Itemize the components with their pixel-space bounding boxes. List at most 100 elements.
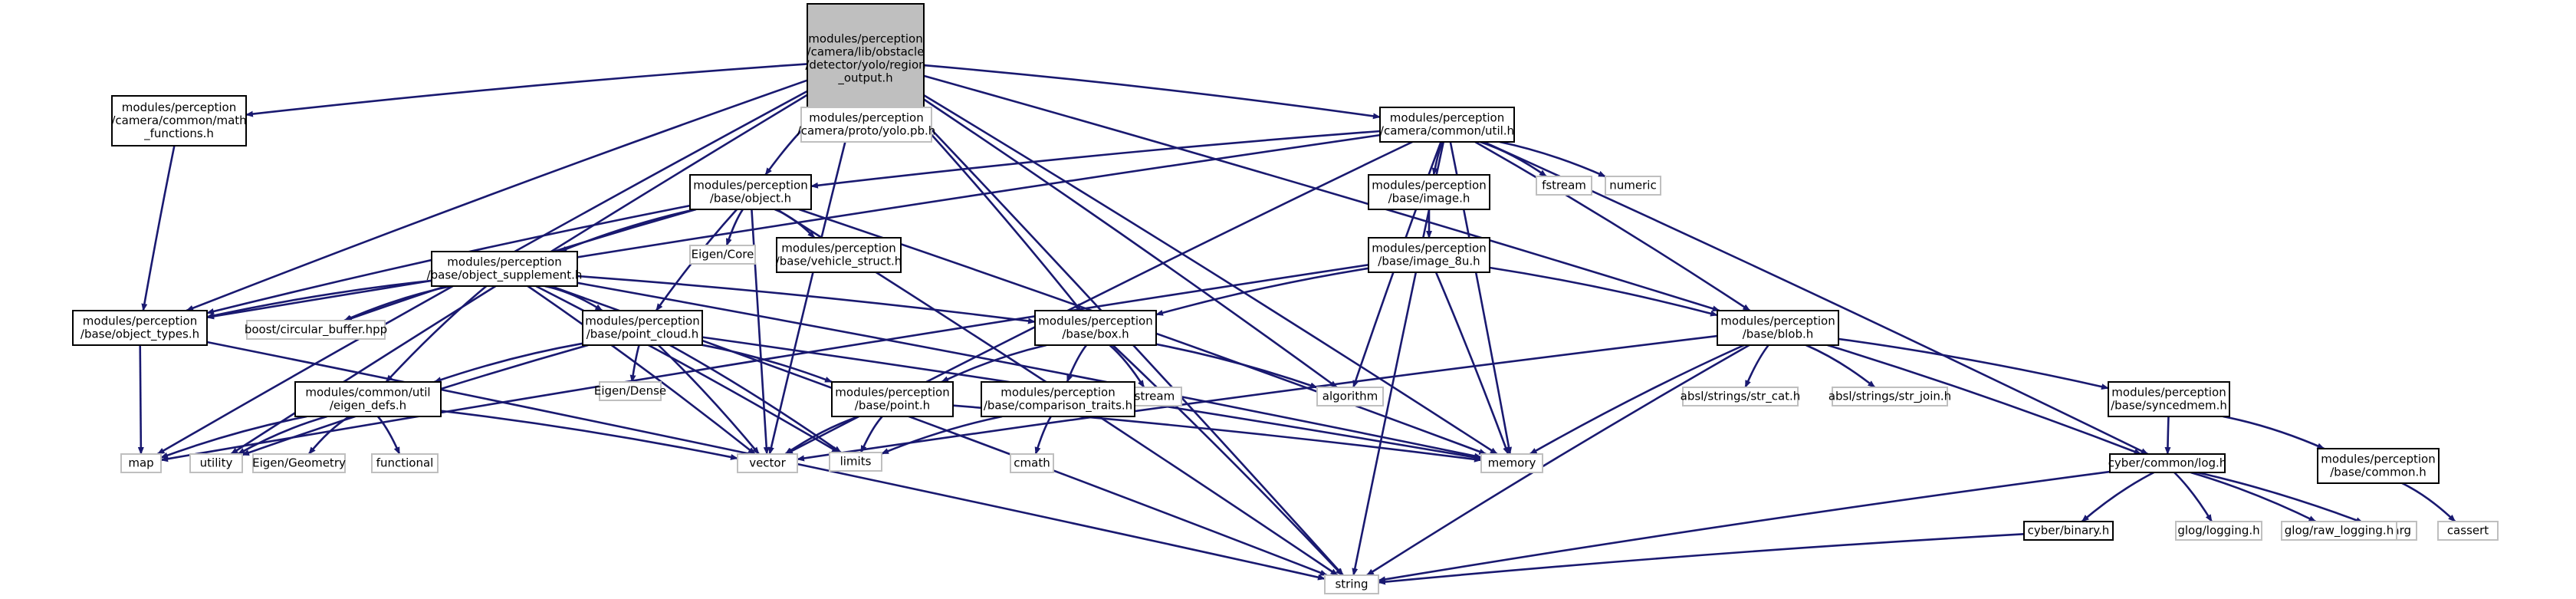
node-label-binary-0: cyber/binary.h bbox=[2028, 524, 2110, 538]
edge-objsupp-to-memory bbox=[577, 281, 1482, 459]
node-binary[interactable]: cyber/binary.h bbox=[2023, 521, 2114, 541]
node-objsupp[interactable]: modules/perception/base/object_supplemen… bbox=[427, 251, 583, 287]
edge-util-to-fstream bbox=[1480, 140, 1547, 178]
node-box-box bbox=[1034, 310, 1157, 346]
node-box-comptraits bbox=[981, 381, 1135, 417]
node-label-objtypes-1: /base/object_types.h bbox=[80, 327, 199, 342]
edge-point-to-vector bbox=[784, 415, 859, 456]
edge-point-to-limits bbox=[859, 416, 883, 453]
node-label-syncedmem-1: /base/syncedmem.h bbox=[2111, 399, 2227, 413]
node-vehstruct[interactable]: modules/perception/base/vehicle_struct.h bbox=[776, 237, 902, 273]
edge-objsupp-to-vector bbox=[527, 285, 756, 456]
node-label-syncedmem-0: modules/perception bbox=[2111, 386, 2226, 400]
node-image8u[interactable]: modules/perception/base/image_8u.h bbox=[1368, 237, 1490, 273]
edge-util-to-numeric bbox=[1499, 140, 1606, 178]
node-object[interactable]: modules/perception/base/object.h bbox=[689, 174, 812, 210]
node-label-objsupp-1: /base/object_supplement.h bbox=[427, 268, 583, 283]
edge-blob-to-string bbox=[1366, 344, 1750, 577]
node-functional: functional bbox=[371, 453, 439, 473]
node-rawlog: glog/raw_logging.h bbox=[2281, 521, 2397, 541]
edge-objsupp-to-objtypes bbox=[206, 279, 432, 319]
node-box-point bbox=[831, 381, 954, 417]
node-label-mathfn-2: _functions.h bbox=[143, 127, 214, 141]
node-box-algorithm bbox=[1316, 387, 1384, 406]
node-box-utility bbox=[189, 453, 243, 473]
node-label-rawlog-0: glog/raw_logging.h bbox=[2285, 524, 2394, 538]
node-log[interactable]: cyber/common/log.h bbox=[2108, 453, 2227, 473]
node-label-comptraits-1: /base/comparison_traits.h bbox=[984, 399, 1132, 413]
node-label-util-0: modules/perception bbox=[1390, 111, 1504, 125]
node-root[interactable]: modules/perception/camera/lib/obstacle/d… bbox=[805, 3, 926, 114]
node-label-objtypes-0: modules/perception bbox=[83, 314, 197, 328]
edge-eigendefs-to-utility bbox=[237, 415, 327, 456]
node-box-boostcb bbox=[246, 320, 386, 340]
edge-image8u-to-map bbox=[160, 264, 1369, 462]
node-image[interactable]: modules/perception/base/image.h bbox=[1368, 174, 1490, 210]
node-label-box-1: /base/box.h bbox=[1062, 327, 1129, 341]
node-mathfn[interactable]: modules/perception/camera/common/math_fu… bbox=[111, 95, 247, 146]
node-eigengeo: Eigen/Geometry bbox=[252, 453, 346, 473]
edge-util-to-objtypes bbox=[206, 133, 1381, 320]
node-box-objsupp bbox=[431, 251, 578, 287]
node-box-log bbox=[2109, 453, 2226, 473]
node-map: map bbox=[120, 453, 162, 473]
node-eigendefs[interactable]: modules/common/util/eigen_defs.h bbox=[294, 381, 442, 417]
node-box-glog bbox=[2175, 521, 2262, 541]
node-box-vector bbox=[737, 453, 798, 473]
node-label-object-1: /base/object.h bbox=[710, 192, 791, 206]
edge-log-to-cstdarg bbox=[2197, 471, 2364, 524]
node-label-box-0: modules/perception bbox=[1038, 314, 1152, 328]
node-pcloud[interactable]: modules/perception/base/point_cloud.h bbox=[582, 310, 703, 346]
node-fstream: fstream bbox=[1536, 176, 1592, 196]
edge-eigendefs-to-eigengeo bbox=[307, 415, 350, 455]
node-comptraits[interactable]: modules/perception/base/comparison_trait… bbox=[981, 381, 1135, 417]
edge-blob-to-log bbox=[1827, 344, 2142, 456]
node-label-root-3: _output.h bbox=[837, 71, 892, 86]
edge-objsupp-to-pcloud bbox=[544, 285, 603, 312]
node-label-pcloud-0: modules/perception bbox=[585, 314, 699, 328]
node-label-map-0: map bbox=[128, 456, 153, 470]
node-eigencore: Eigen/Core bbox=[689, 245, 756, 265]
node-label-root-0: modules/perception bbox=[808, 32, 922, 46]
node-box-numeric bbox=[1605, 176, 1661, 196]
node-common[interactable]: modules/perception/base/common.h bbox=[2317, 448, 2440, 484]
node-label-string-0: string bbox=[1335, 578, 1368, 591]
node-label-boostcb-0: boost/circular_buffer.hpp bbox=[245, 323, 387, 337]
edge-pcloud-to-point bbox=[702, 344, 833, 383]
edge-box-to-comptraits bbox=[1066, 344, 1088, 383]
node-string: string bbox=[1324, 574, 1379, 594]
node-label-eigengeo-0: Eigen/Geometry bbox=[252, 456, 346, 470]
edge-eigendefs-to-functional bbox=[376, 416, 401, 455]
node-label-utility-0: utility bbox=[200, 456, 233, 470]
node-box-map bbox=[120, 453, 162, 473]
edge-syncedmem-to-log bbox=[2164, 416, 2171, 455]
node-blob[interactable]: modules/perception/base/blob.h bbox=[1717, 310, 1839, 346]
edge-blob-to-memory bbox=[1529, 344, 1745, 456]
node-label-mathfn-1: /camera/common/math bbox=[111, 114, 246, 127]
node-label-vehstruct-1: /base/vehicle_struct.h bbox=[776, 255, 902, 269]
node-objtypes[interactable]: modules/perception/base/object_types.h bbox=[72, 310, 208, 346]
node-label-objsupp-0: modules/perception bbox=[447, 255, 561, 269]
node-label-comptraits-0: modules/perception bbox=[1001, 386, 1115, 400]
node-box-eigendefs bbox=[294, 381, 442, 417]
node-point[interactable]: modules/perception/base/point.h bbox=[831, 381, 954, 417]
node-box[interactable]: modules/perception/base/box.h bbox=[1034, 310, 1157, 346]
node-yolopb: modules/perception/camera/proto/yolo.pb.… bbox=[797, 107, 935, 143]
edge-log-to-string bbox=[1378, 470, 2111, 583]
node-box-strcat bbox=[1682, 387, 1799, 406]
node-box-eigendense bbox=[599, 381, 662, 401]
node-syncedmem[interactable]: modules/perception/base/syncedmem.h bbox=[2108, 381, 2230, 417]
edge-root-to-blob bbox=[923, 74, 1720, 312]
node-label-cassert-0: cassert bbox=[2447, 524, 2489, 538]
node-box-syncedmem bbox=[2108, 381, 2230, 417]
node-box-vehstruct bbox=[776, 237, 902, 273]
node-label-glog-0: glog/logging.h bbox=[2177, 524, 2259, 538]
edge-pcloud-to-vector bbox=[657, 344, 760, 455]
node-box-root bbox=[807, 3, 925, 114]
edge-mathfn-to-objtypes bbox=[141, 145, 176, 311]
node-label-common-0: modules/perception bbox=[2321, 453, 2435, 466]
edge-blob-to-strjoin bbox=[1806, 344, 1876, 389]
node-label-image8u-0: modules/perception bbox=[1372, 242, 1486, 255]
node-util[interactable]: modules/perception/camera/common/util.h bbox=[1379, 107, 1515, 143]
